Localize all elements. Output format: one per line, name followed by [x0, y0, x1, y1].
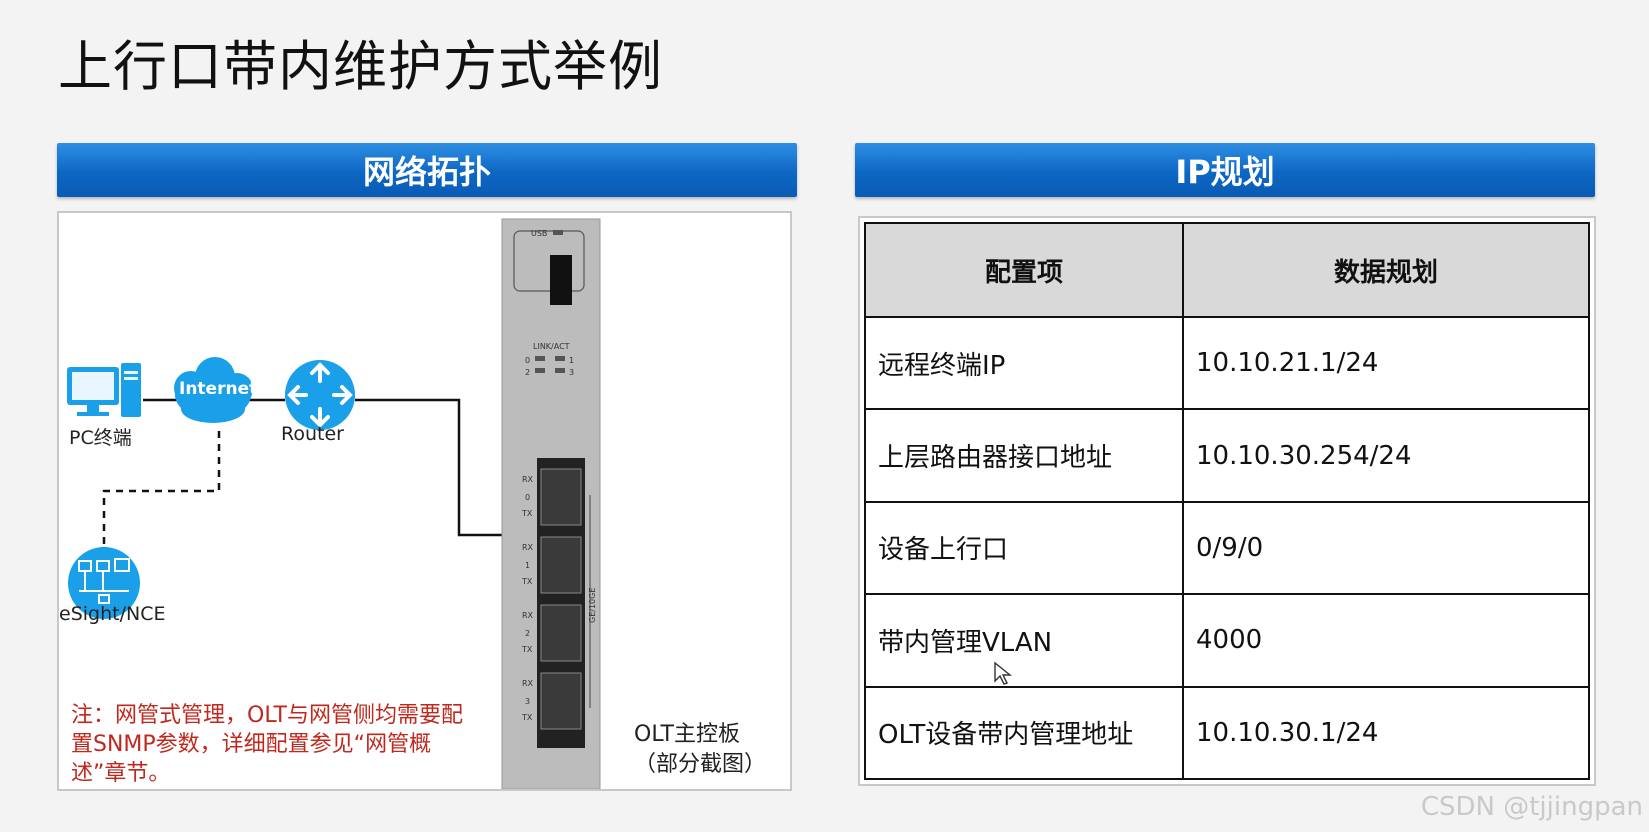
rx-label-3: RX	[522, 679, 534, 688]
cell-value: 10.10.30.1/24	[1182, 685, 1590, 781]
tx-label-2: TX	[521, 645, 533, 654]
cell-item: OLT设备带内管理地址	[864, 685, 1184, 781]
led-3: 3	[569, 368, 574, 377]
watermark: CSDN @tjjingpan	[1420, 792, 1643, 822]
tx-label-0: TX	[521, 509, 533, 518]
sfp-port-2	[540, 604, 582, 662]
table-row: 设备上行口 0/9/0	[864, 500, 1590, 596]
cell-item: 上层路由器接口地址	[864, 408, 1184, 503]
internet-cloud-icon	[174, 357, 253, 423]
table-row: OLT设备带内管理地址 10.10.30.1/24	[864, 685, 1590, 781]
ip-plan-header-label: IP规划	[1175, 153, 1275, 191]
cell-item: 远程终端IP	[864, 315, 1184, 411]
olt-caption: OLT主控板 （部分截图）	[634, 720, 766, 780]
link-act-label: LINK/ACT	[533, 342, 570, 351]
sfp-port-0	[540, 468, 582, 526]
ip-plan-table: 配置项 数据规划 远程终端IP 10.10.21.1/24 上层路由器接口地址 …	[864, 222, 1590, 781]
page-title: 上行口带内维护方式举例	[58, 35, 663, 98]
cell-value: 0/9/0	[1182, 500, 1590, 596]
sfp-port-3	[540, 672, 582, 730]
tx-label-3: TX	[521, 713, 533, 722]
port-num-3: 3	[525, 697, 530, 706]
esight-label: eSight/NCE	[59, 603, 166, 625]
esight-icon	[68, 547, 140, 619]
led-1: 1	[569, 356, 574, 365]
rx-label-0: RX	[522, 475, 534, 484]
olt-board-image: USB LINK/ACT 0 1 2 3 RX 0 TX RX 1	[501, 218, 601, 789]
olt-caption-line1: OLT主控板	[634, 722, 740, 747]
config-note: 注：网管式管理，OLT与网管侧均需要配置SNMP参数，详细配置参见“网管概述”章…	[71, 703, 463, 786]
ip-plan-panel: 配置项 数据规划 远程终端IP 10.10.21.1/24 上层路由器接口地址 …	[858, 216, 1596, 786]
column-header-item: 配置项	[864, 222, 1184, 318]
usb-port	[550, 255, 572, 305]
port-type-label: GE/10GE	[588, 588, 597, 623]
table-row: 远程终端IP 10.10.21.1/24	[864, 315, 1590, 411]
rx-label-2: RX	[522, 611, 534, 620]
led-2: 2	[525, 368, 530, 377]
tx-label-1: TX	[521, 577, 533, 586]
sfp-port-1	[540, 536, 582, 594]
topology-panel: USB LINK/ACT 0 1 2 3 RX 0 TX RX 1	[57, 211, 792, 791]
router-icon	[285, 360, 355, 430]
cell-item: 带内管理VLAN	[864, 593, 1184, 688]
cell-item: 设备上行口	[864, 500, 1184, 596]
link-internet-esight	[102, 431, 221, 547]
pc-label: PC终端	[69, 427, 132, 449]
port-num-1: 1	[525, 561, 530, 570]
topology-links	[102, 398, 502, 547]
table-header-row: 配置项 数据规划	[864, 222, 1590, 318]
cell-value: 10.10.21.1/24	[1182, 315, 1590, 411]
ip-plan-section-header: IP规划	[855, 143, 1595, 197]
port-num-2: 2	[525, 629, 530, 638]
link-router-olt	[355, 398, 502, 537]
led-0: 0	[525, 356, 530, 365]
olt-caption-line2: （部分截图）	[634, 752, 767, 777]
column-header-value: 数据规划	[1182, 222, 1590, 318]
internet-label: Internet	[179, 379, 258, 399]
port-num-0: 0	[525, 493, 530, 502]
cell-value: 4000	[1182, 593, 1590, 688]
table-row: 上层路由器接口地址 10.10.30.254/24	[864, 408, 1590, 503]
mouse-cursor-icon	[994, 661, 1012, 685]
table-row: 带内管理VLAN 4000	[864, 593, 1590, 688]
topology-diagram: USB LINK/ACT 0 1 2 3 RX 0 TX RX 1	[67, 218, 601, 789]
pc-icon	[67, 363, 141, 417]
topology-header-label: 网络拓扑	[362, 153, 491, 191]
usb-label: USB	[531, 229, 547, 238]
cell-value: 10.10.30.254/24	[1182, 408, 1590, 503]
router-label: Router	[281, 423, 344, 445]
topology-section-header: 网络拓扑	[57, 143, 797, 197]
rx-label-1: RX	[522, 543, 534, 552]
